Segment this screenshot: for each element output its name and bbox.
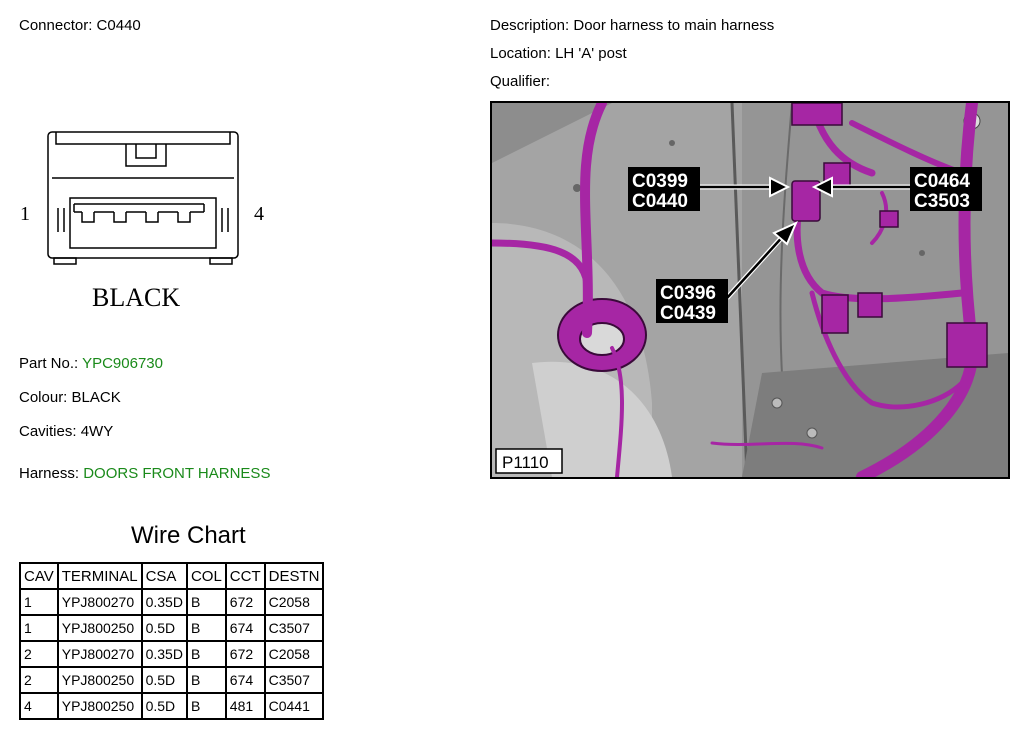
cell-cav: 2	[19, 666, 59, 694]
connector-value: C0440	[96, 17, 141, 34]
header-cav: CAV	[19, 562, 59, 590]
latch-notch	[125, 144, 167, 167]
table-row: 1 YPJ800270 0.35D B 672 C2058	[19, 588, 325, 616]
callout-top-left-1: C0399	[632, 171, 688, 192]
callout-top-right-2: C3503	[914, 191, 970, 212]
callout-bottom-1: C0396	[660, 283, 716, 304]
cell-csa: 0.35D	[140, 588, 188, 616]
connector-heading: Connector: C0440	[19, 17, 141, 34]
cell-cav: 1	[19, 588, 59, 616]
cell-terminal: YPJ800270	[56, 588, 143, 616]
description-value: Door harness to main harness	[573, 17, 775, 34]
cavities-label: Cavities:	[19, 423, 77, 440]
cell-cct: 674	[224, 666, 266, 694]
cell-cct: 672	[224, 640, 266, 668]
cell-csa: 0.5D	[140, 614, 188, 642]
header-cct: CCT	[224, 562, 266, 590]
table-row: 4 YPJ800250 0.5D B 481 C0441	[19, 692, 325, 720]
description-line: Description: Door harness to main harnes…	[490, 17, 774, 34]
callout-top-left-2: C0440	[632, 191, 688, 212]
callout-top-right-1: C0464	[914, 171, 970, 192]
colour-label: Colour:	[19, 389, 68, 406]
wire-chart-title: Wire Chart	[131, 522, 246, 549]
cavities-line: Cavities: 4WY	[19, 423, 113, 440]
header-csa: CSA	[140, 562, 188, 590]
cell-cct: 674	[224, 614, 266, 642]
cell-csa: 0.35D	[140, 640, 188, 668]
cell-cav: 1	[19, 614, 59, 642]
cell-cav: 4	[19, 692, 59, 720]
wire-chart-header-row: CAV TERMINAL CSA COL CCT DESTN	[19, 562, 325, 590]
pin-1-label: 1	[20, 203, 30, 225]
cell-destn: C3507	[263, 614, 325, 642]
header-terminal: TERMINAL	[56, 562, 143, 590]
connector-body	[47, 131, 239, 259]
cell-terminal: YPJ800250	[56, 614, 143, 642]
cell-terminal: YPJ800270	[56, 640, 143, 668]
location-line: Location: LH 'A' post	[490, 45, 627, 62]
photo-ref-label: P1110	[502, 453, 549, 472]
cell-col: B	[185, 614, 227, 642]
cavities-value: 4WY	[80, 423, 114, 440]
cell-cct: 672	[224, 588, 266, 616]
part-number-line: Part No.: YPC906730	[19, 355, 163, 372]
header-col: COL	[185, 562, 227, 590]
cell-cav: 2	[19, 640, 59, 668]
table-row: 2 YPJ800270 0.35D B 672 C2058	[19, 640, 325, 668]
callout-box-top-left	[628, 167, 700, 211]
cell-terminal: YPJ800250	[56, 692, 143, 720]
cell-terminal: YPJ800250	[56, 666, 143, 694]
cell-destn: C3507	[263, 666, 325, 694]
header-destn: DESTN	[263, 562, 325, 590]
cell-destn: C2058	[263, 588, 325, 616]
location-photo: C0399 C0440 C0464 C3503 C0396 C0439 P111…	[490, 101, 1010, 479]
cell-col: B	[185, 692, 227, 720]
cavity-frame	[69, 197, 217, 249]
pin-4-label: 4	[254, 203, 264, 225]
colour-line: Colour: BLACK	[19, 389, 121, 406]
qualifier-label: Qualifier:	[490, 73, 551, 90]
location-label: Location:	[490, 45, 551, 62]
table-row: 1 YPJ800250 0.5D B 674 C3507	[19, 614, 325, 642]
cell-csa: 0.5D	[140, 692, 188, 720]
harness-link[interactable]: DOORS FRONT HARNESS	[83, 465, 271, 482]
part-number-link[interactable]: YPC906730	[82, 355, 163, 372]
connector-label: Connector:	[19, 17, 93, 34]
cell-cct: 481	[224, 692, 266, 720]
diagram-colour-text: BLACK	[92, 283, 180, 312]
table-row: 2 YPJ800250 0.5D B 674 C3507	[19, 666, 325, 694]
harness-label: Harness:	[19, 465, 80, 482]
photo-ref-box	[495, 448, 563, 474]
latch-strip	[55, 132, 231, 145]
cell-destn: C0441	[263, 692, 325, 720]
cell-col: B	[185, 640, 227, 668]
colour-value: BLACK	[71, 389, 121, 406]
connector-face-diagram: 1 4 BLACK	[20, 131, 264, 312]
location-value: LH 'A' post	[555, 45, 627, 62]
cell-col: B	[185, 588, 227, 616]
callout-box-bottom	[656, 279, 728, 323]
qualifier-line: Qualifier:	[490, 73, 550, 90]
wire-chart-table: CAV TERMINAL CSA COL CCT DESTN 1 YPJ8002…	[19, 562, 325, 720]
harness-line: Harness: DOORS FRONT HARNESS	[19, 465, 270, 482]
cell-csa: 0.5D	[140, 666, 188, 694]
description-label: Description:	[490, 17, 570, 34]
cell-destn: C2058	[263, 640, 325, 668]
part-number-label: Part No.:	[19, 355, 79, 372]
callout-box-top-right	[910, 167, 982, 211]
callout-bottom-2: C0439	[660, 303, 716, 324]
cell-col: B	[185, 666, 227, 694]
